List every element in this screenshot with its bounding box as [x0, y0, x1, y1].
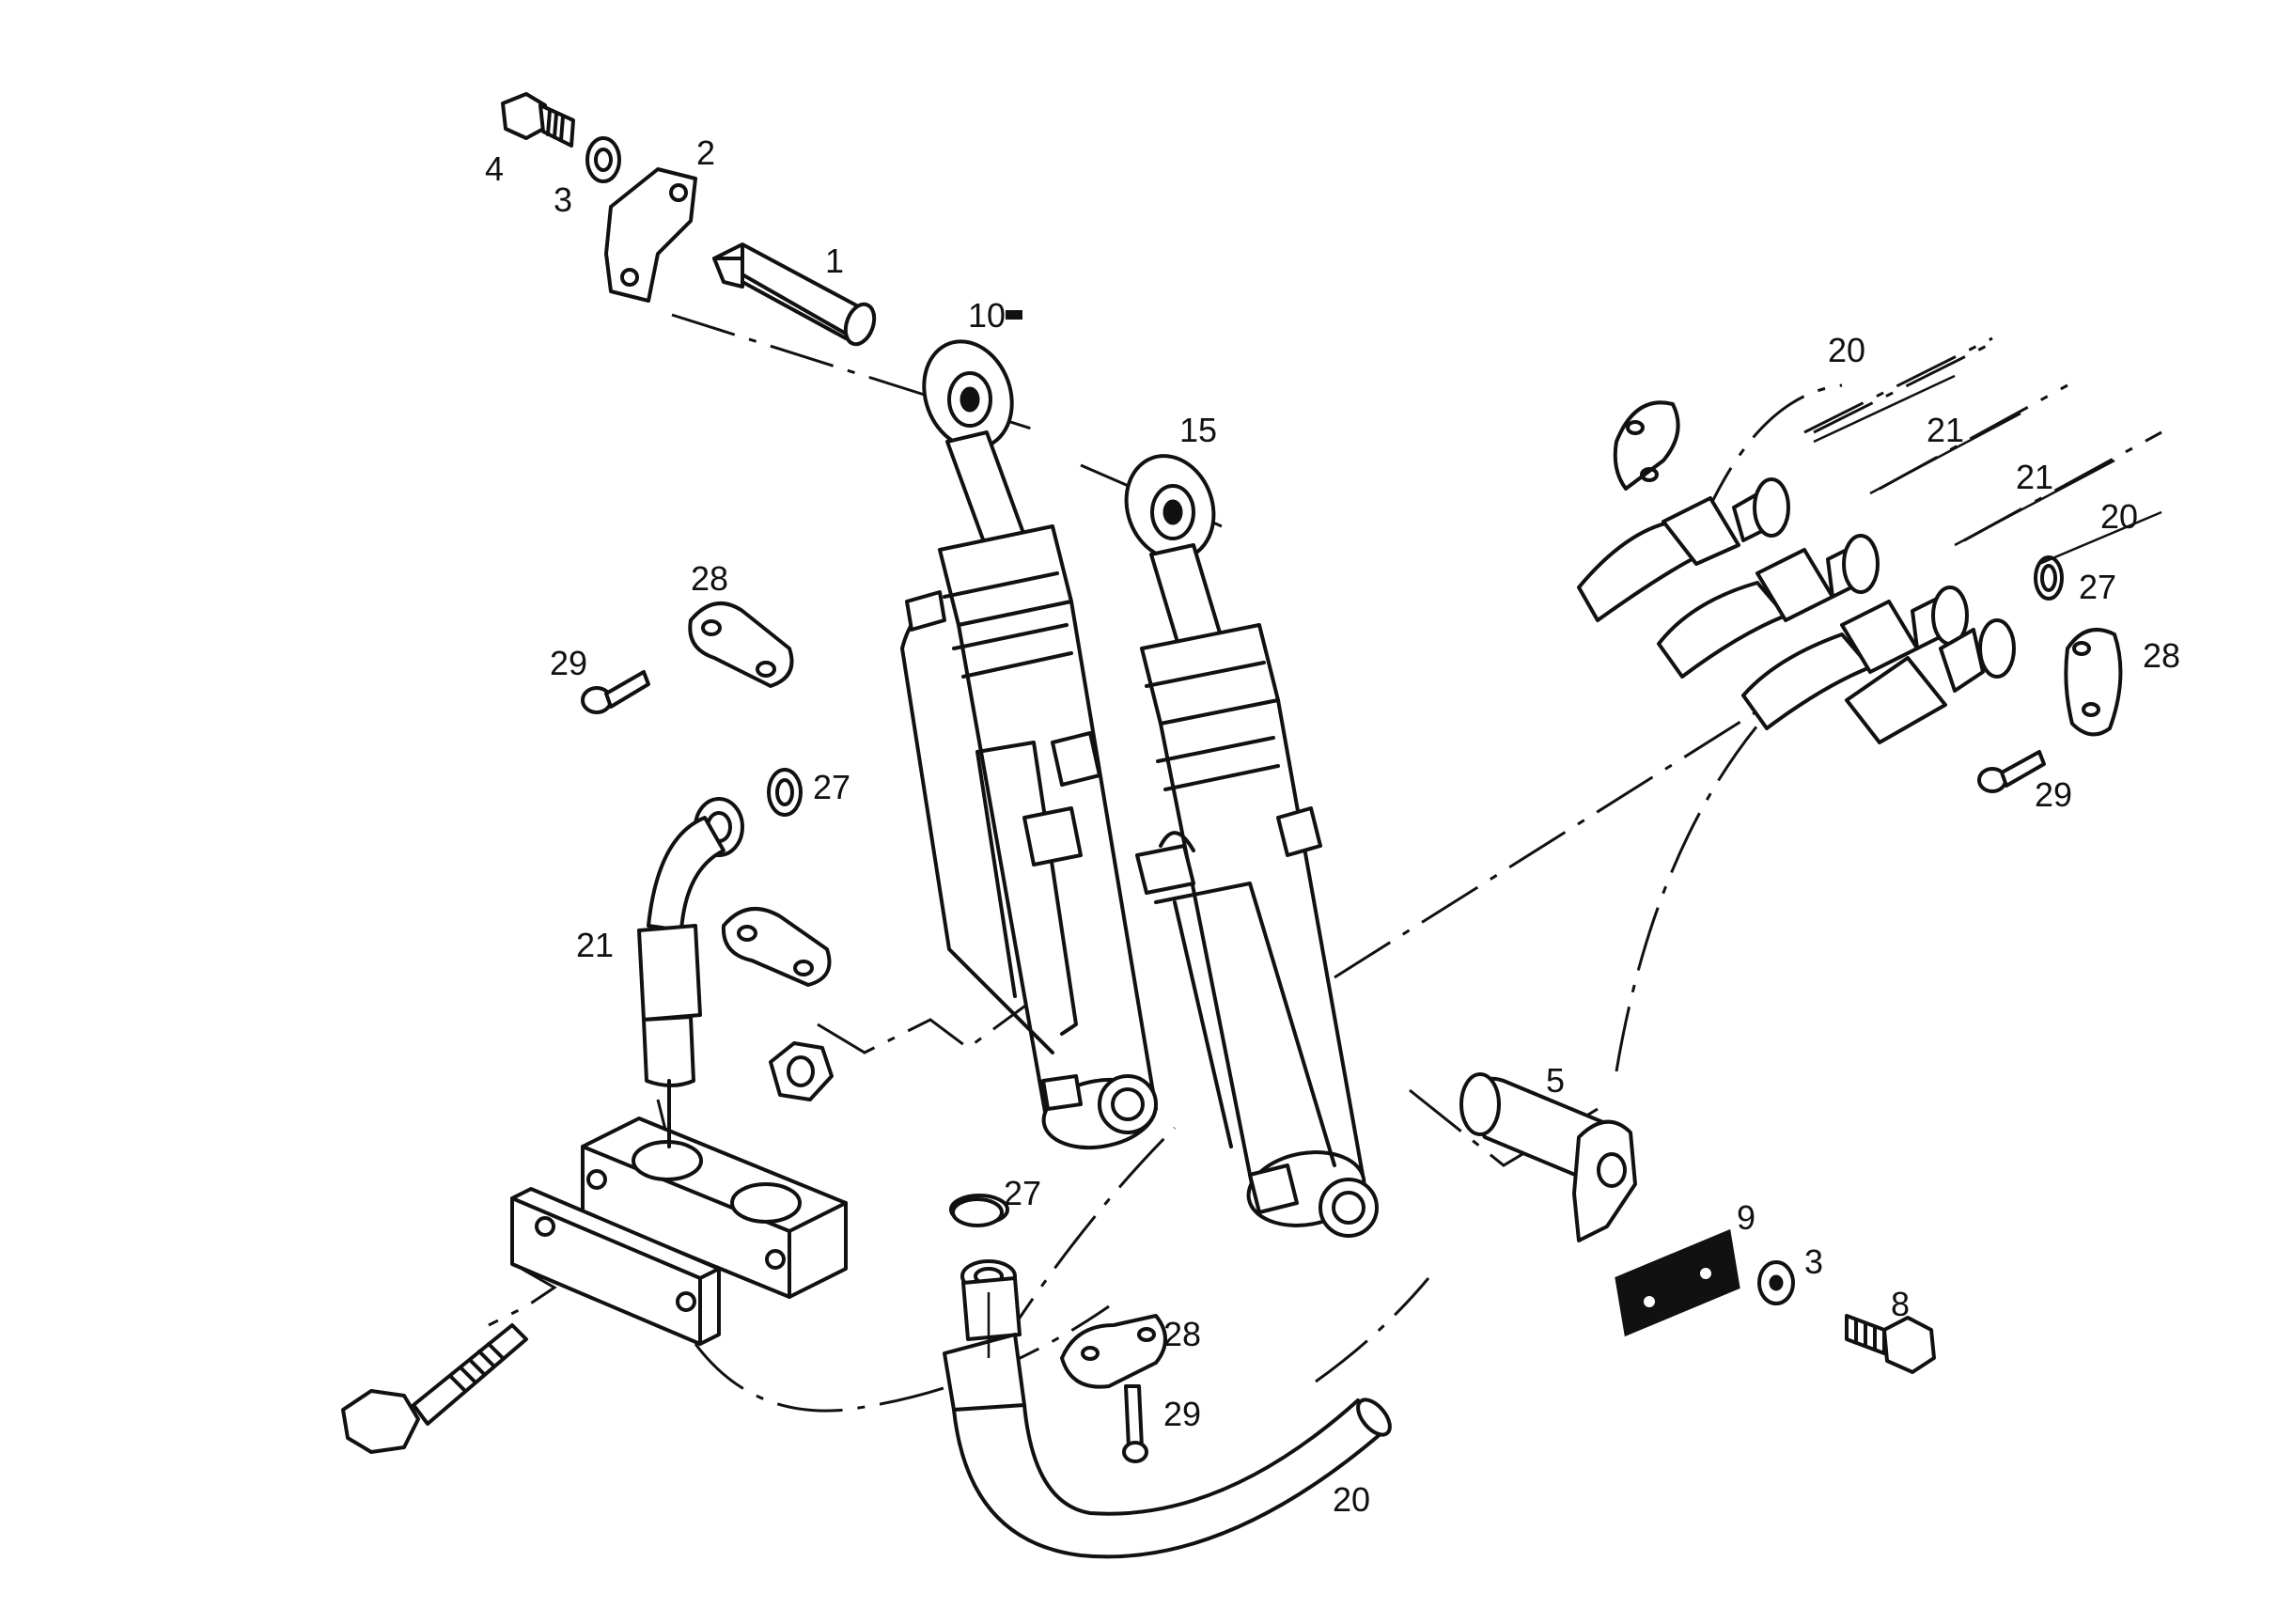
callout-label: 20 — [1333, 1480, 1370, 1519]
flat-bar — [510, 1187, 721, 1346]
flange-half-part-28-left-upper — [688, 601, 794, 688]
hose-fittings-right-group — [1577, 400, 2123, 793]
callout-label: 15 — [1179, 411, 1217, 449]
hex-nut — [769, 1041, 834, 1101]
callout-label: 21 — [1927, 411, 1964, 449]
hose-elbow-part-21 — [637, 797, 744, 1148]
callout-label: 3 — [1804, 1242, 1823, 1281]
long-bolt — [341, 1323, 528, 1454]
callout-label: 8 — [1891, 1285, 1910, 1323]
cap-screw-part-29-left — [581, 670, 650, 714]
plate-part-9 — [1615, 1228, 1740, 1337]
pin-part-1 — [712, 242, 877, 347]
callout-label: 9 — [1737, 1198, 1755, 1237]
hex-bolt-part-8 — [1845, 1314, 1936, 1374]
hydraulic-cylinder-left — [900, 339, 1158, 1150]
callout-label: 27 — [2079, 568, 2116, 606]
hose-part-20-bottom — [943, 1194, 1392, 1559]
washer-part-3-top — [585, 136, 621, 183]
callout-label: 29 — [2035, 775, 2072, 814]
callout-label: 3 — [554, 180, 572, 219]
hex-bolt-part-4 — [501, 92, 575, 148]
callout-label: 21 — [2016, 458, 2053, 496]
seal-ring-part-27-bottom — [951, 1197, 1004, 1227]
callout-label: 28 — [691, 559, 728, 598]
callout-label: 20 — [1828, 331, 1865, 369]
callout-label: 1 — [825, 242, 844, 280]
clamp-plate-part-2 — [604, 167, 697, 303]
hydraulic-cylinder-right — [1124, 454, 1379, 1238]
seal-ring-part-27-left — [767, 768, 803, 817]
callout-label: 28 — [2143, 636, 2180, 675]
callout-label: 21 — [576, 926, 614, 964]
callout-label: 29 — [1163, 1395, 1201, 1433]
callout-labels: 4 3 2 1 10 15 20 21 21 20 27 28 29 28 29… — [485, 133, 2180, 1519]
callout-label: 28 — [1163, 1315, 1201, 1353]
callout-label: 5 — [1546, 1061, 1565, 1100]
callout-marker — [1006, 310, 1022, 320]
flange-half-part-28-left-lower — [721, 907, 832, 987]
pin-part-5 — [1459, 1072, 1637, 1242]
washer-part-3-bottom — [1757, 1260, 1795, 1305]
cap-screw-part-29-bottom — [1122, 1384, 1148, 1463]
callout-label: 29 — [550, 644, 587, 682]
callout-label: 10 — [968, 296, 1006, 335]
callout-label: 27 — [813, 768, 850, 806]
leader-lines — [1813, 374, 2162, 566]
callout-label: 2 — [696, 133, 715, 172]
callout-label: 4 — [485, 149, 504, 188]
flange-half-part-28-bottom — [1060, 1314, 1167, 1389]
callout-label: 27 — [1004, 1174, 1041, 1212]
